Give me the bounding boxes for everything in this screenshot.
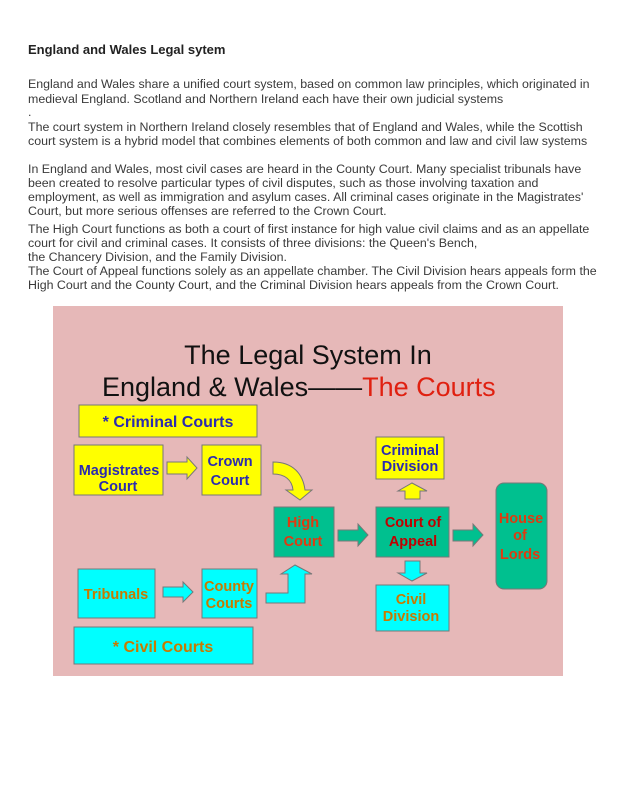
criminal-division-box [375, 436, 445, 480]
legal-system-diagram: The Legal System In England & Wales——The… [53, 306, 563, 676]
county-line1: County [204, 579, 254, 595]
criminal-courts-label-box [78, 404, 258, 438]
crown-line1: Crown [207, 454, 252, 470]
civil-division-line2: Division [383, 609, 439, 625]
text-line: . [28, 105, 32, 119]
lords-line3: Lords [500, 547, 540, 563]
arrow-right-icon [337, 522, 369, 548]
crown-court-box [201, 444, 262, 496]
text-line: Court, but more serious offenses are ref… [28, 204, 387, 218]
title-main: England & Wales—— [102, 372, 362, 402]
diagram-title-line2: England & Wales——The Courts [102, 372, 496, 402]
text-line: The court system in Northern Ireland clo… [28, 120, 583, 134]
text-line: been created to resolve particular types… [28, 176, 539, 190]
text-line: the Chancery Division, and the Family Di… [28, 250, 287, 264]
high-line1: High [287, 515, 319, 531]
tribunals-box [77, 568, 156, 619]
civil-courts-label: * Civil Courts [113, 639, 214, 656]
text-line: The Court of Appeal functions solely as … [28, 264, 597, 278]
page-heading: England and Wales Legal sytem [28, 42, 226, 57]
text-line: High Court and the County Court, and the… [28, 278, 559, 292]
high-court-box [273, 506, 335, 558]
lords-line2: of [513, 528, 527, 544]
civil-division-line1: Civil [396, 592, 427, 608]
civil-division-box [375, 584, 450, 632]
criminal-division-line1: Criminal [381, 443, 439, 459]
text-line: court for civil and criminal cases. It c… [28, 236, 478, 250]
text-line: court system is a hybrid model that comb… [28, 134, 588, 148]
county-line2: Courts [206, 596, 253, 612]
arrow-down-icon [396, 560, 428, 582]
text-line: In England and Wales, most civil cases a… [28, 162, 582, 176]
magistrates-line1: Magistrates [79, 463, 160, 479]
bent-arrow-up-icon [265, 564, 313, 604]
text-line: The High Court functions as both a court… [28, 222, 590, 236]
text-line: England and Wales share a unified court … [28, 77, 590, 91]
court-of-appeal-box [375, 506, 450, 558]
curved-arrow-icon [272, 461, 314, 501]
county-courts-box [201, 568, 258, 619]
appeal-line1: Court of [385, 515, 442, 531]
diagram-title-line1: The Legal System In [184, 340, 432, 370]
criminal-division-line2: Division [382, 459, 438, 475]
tribunals-label: Tribunals [84, 587, 148, 603]
criminal-courts-label: * Criminal Courts [103, 414, 234, 431]
magistrates-line2: Court [99, 479, 138, 495]
text-line: employment, as well as immigration and a… [28, 190, 584, 204]
text-line: medieval England. Scotland and Northern … [28, 92, 504, 106]
civil-courts-label-box [73, 626, 254, 665]
arrow-right-icon [166, 455, 198, 481]
arrow-right-icon [162, 580, 194, 604]
appeal-line2: Appeal [389, 534, 437, 550]
crown-line2: Court [211, 473, 250, 489]
lords-line1: House [499, 511, 543, 527]
arrow-up-icon [396, 482, 428, 500]
magistrates-court-box [73, 444, 164, 496]
title-accent: The Courts [362, 372, 496, 402]
arrow-right-icon [452, 522, 484, 548]
house-of-lords-box [495, 482, 548, 590]
high-line2: Court [284, 534, 323, 550]
